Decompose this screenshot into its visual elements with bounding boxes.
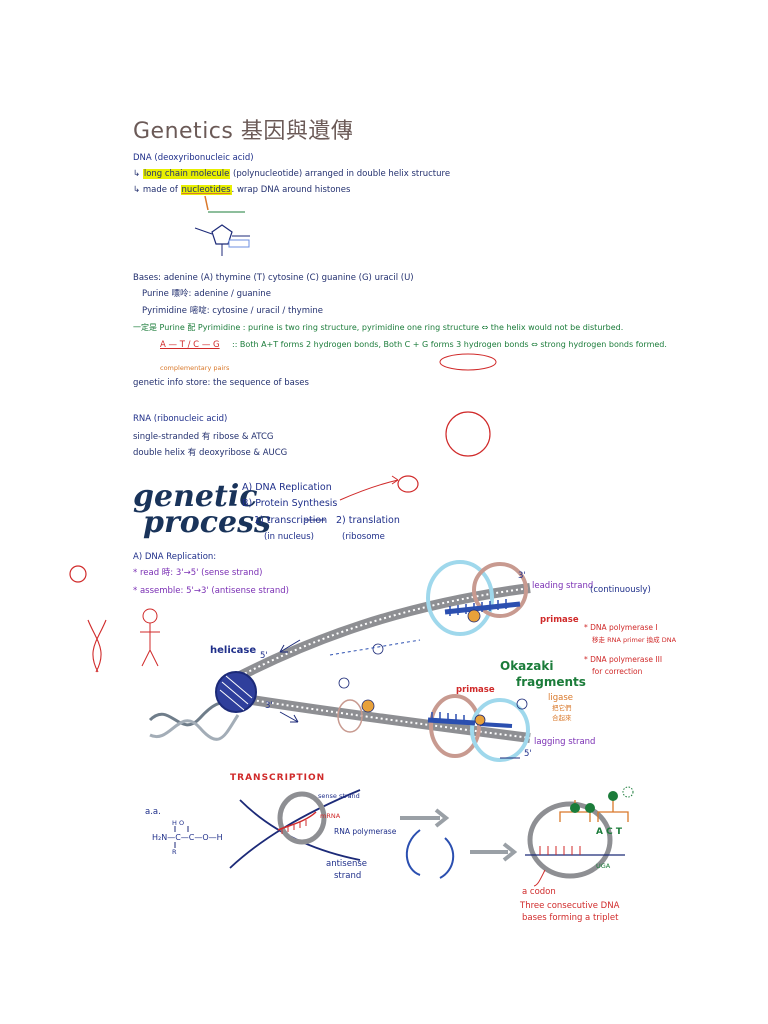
replication-fork — [148, 560, 531, 762]
doodle-circle — [445, 411, 491, 457]
codon-description-1: Three consecutive DNA — [520, 901, 620, 911]
codon-description-2: bases forming a triplet — [522, 913, 619, 923]
dna-polymerase-1: * DNA polymerase I — [584, 623, 658, 632]
left-doodles — [69, 565, 160, 673]
ligase-note-1: 把它們 — [552, 704, 572, 712]
rna-line-2: double helix 有 deoxyribose & AUCG — [133, 448, 288, 458]
five-prime-label-left: 5' — [260, 651, 268, 661]
three-prime-label-top: 3' — [518, 571, 526, 581]
primase-bottom-label: primase — [456, 685, 495, 695]
process-b2-note: (ribosome — [342, 532, 385, 542]
logo-line-2: process — [143, 505, 271, 540]
amino-acid-formula-bottom: R — [172, 848, 177, 856]
process-b1-note: (in nucleus) — [264, 532, 314, 542]
page-title: Genetics 基因與遺傳 — [133, 119, 354, 144]
bases-line: Bases: adenine (A) thymine (T) cytosine … — [133, 273, 414, 283]
dna-polymerase-3: * DNA polymerase III — [584, 655, 663, 664]
process-item-b2: 2) translation — [336, 515, 400, 526]
dna-line-1-highlight: long chain molecule — [142, 169, 231, 179]
dna-line-2-underlined: nucleotides — [180, 185, 232, 195]
bonds-line: :: Both A+T forms 2 hydrogen bonds, Both… — [232, 340, 667, 349]
sense-strand-label: sense strand — [318, 792, 360, 800]
process-item-a: A) DNA Replication — [242, 482, 332, 493]
amino-acid-formula-top: H O — [172, 819, 185, 827]
rna-polymerase-label: RNA polymerase — [334, 827, 397, 836]
ligase-note-2: 合起來 — [552, 714, 572, 722]
ligase-label: ligase — [548, 693, 573, 703]
amino-acid-bonds — [174, 826, 189, 848]
dna-line-2-lead: made of — [142, 185, 178, 195]
genetic-info-line: genetic info store: the sequence of base… — [133, 378, 309, 388]
dna-line-1: ↳ long chain molecule (polynucleotide) a… — [133, 169, 451, 179]
rna-line-1: single-stranded 有 ribose & ATCG — [133, 432, 274, 442]
process-item-b: B) Protein Synthesis — [242, 498, 338, 509]
replication-heading: A) DNA Replication: — [133, 552, 217, 562]
replication-read-line: * read 時: 3'→5' (sense strand) — [133, 568, 263, 578]
dna-line-1-rest: (polynucleotide) arranged in double heli… — [233, 169, 451, 179]
nucleotide-diagram — [194, 195, 250, 256]
uga-codon: UGA — [596, 862, 611, 870]
processing-arrows — [400, 808, 518, 879]
pair-label: A — T / C — G — [160, 340, 220, 350]
dna-polymerase-1-note: 移走 RNA primer 換成 DNA — [592, 636, 677, 644]
dna-polymerase-3-note: for correction — [592, 667, 643, 676]
lagging-strand-label: lagging strand — [534, 737, 596, 747]
continuously-label: (continuously) — [590, 585, 651, 595]
dna-line-2: ↳ made of nucleotides. wrap DNA around h… — [133, 185, 351, 195]
leading-strand-label: leading strand — [532, 581, 594, 591]
rna-heading: RNA (ribonucleic acid) — [133, 414, 228, 424]
translation-diagram — [525, 786, 634, 887]
enzyme-doodle — [339, 475, 419, 501]
pyrimidine-line: Pyrimidine 嘧啶: cytosine / uracil / thymi… — [142, 306, 323, 316]
three-prime-label-left: 3' — [265, 701, 273, 711]
antisense-strand-label-2: strand — [334, 871, 362, 881]
okazaki-label-2: fragments — [516, 675, 586, 689]
purine-pyrimidine-rule: 一定是 Purine 配 Pyrimidine : purine is two … — [133, 323, 624, 332]
transcription-heading: TRANSCRIPTION — [230, 773, 326, 783]
antisense-strand-label-1: antisense — [326, 859, 367, 869]
replication-assemble-line: * assemble: 5'→3' (antisense strand) — [133, 586, 289, 596]
dna-line-2-rest: . wrap DNA around histones — [231, 185, 351, 195]
helicase-label: helicase — [210, 645, 257, 656]
okazaki-label-1: Okazaki — [500, 659, 554, 673]
purine-line: Purine 嘌呤: adenine / guanine — [142, 289, 271, 299]
complementary-label: complementary pairs — [160, 364, 230, 372]
primase-top-label: primase — [540, 615, 579, 625]
transcription-diagram — [229, 789, 361, 869]
five-prime-label-bottom: 5' — [524, 749, 532, 759]
dna-heading: DNA (deoxyribonucleic acid) — [133, 153, 254, 163]
codon-label: a codon — [522, 887, 556, 897]
logo-line-1: genetic — [133, 479, 258, 514]
doodle-oval — [439, 353, 497, 371]
amino-acid-label: a.a. — [145, 807, 161, 817]
act-codon: A C T — [596, 827, 622, 837]
mrna-label: mRNA — [320, 812, 341, 820]
process-item-b1: 1) transcription — [254, 515, 328, 526]
genetic-process-logo: genetic process — [133, 482, 271, 540]
amino-acid-formula: H₂N—C—C—O—H — [152, 833, 223, 842]
